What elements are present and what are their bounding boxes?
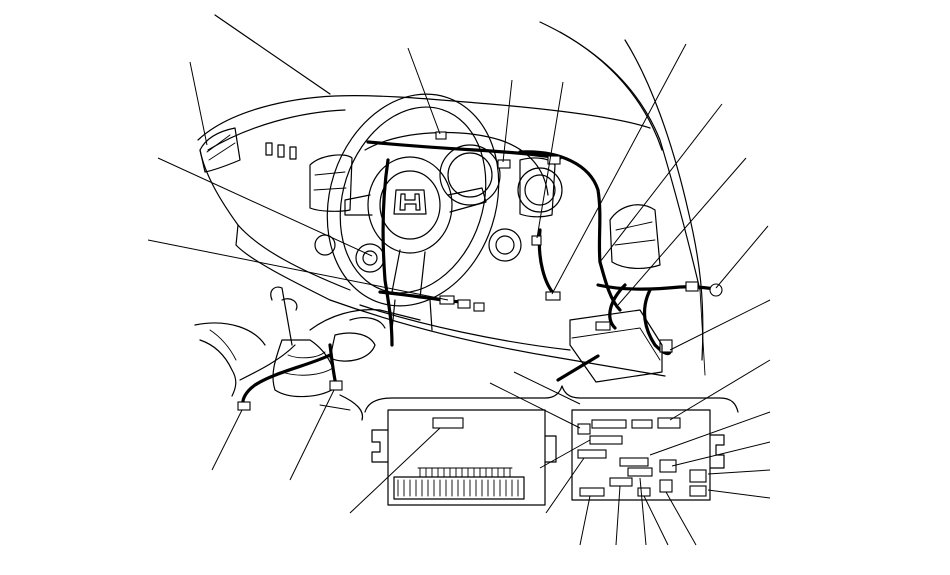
leader-26 bbox=[211, 409, 243, 471]
leader-6 bbox=[536, 81, 564, 239]
steering-wheel bbox=[326, 93, 500, 331]
leader-11 bbox=[669, 299, 771, 351]
fuse-box-inset bbox=[571, 409, 725, 501]
leader-24 bbox=[489, 382, 581, 429]
leader-25 bbox=[349, 427, 441, 514]
leader-14 bbox=[671, 441, 771, 467]
leader-27 bbox=[289, 389, 335, 481]
leader-28 bbox=[513, 371, 581, 405]
leader-3 bbox=[147, 239, 449, 301]
leader-21 bbox=[579, 495, 591, 546]
leader-18 bbox=[643, 495, 669, 546]
leader-15 bbox=[707, 469, 771, 475]
leader-12 bbox=[669, 359, 771, 421]
leader-2 bbox=[157, 157, 373, 257]
leader-17 bbox=[665, 491, 697, 546]
leader-5 bbox=[502, 79, 513, 163]
detail-brace bbox=[364, 385, 739, 413]
leader-22 bbox=[545, 457, 585, 514]
leader-9 bbox=[617, 157, 747, 306]
control-unit-inset bbox=[371, 409, 557, 506]
leader-19 bbox=[639, 477, 647, 546]
honda-logo bbox=[393, 189, 427, 215]
pin-row bbox=[397, 467, 519, 497]
dashboard-outline bbox=[194, 14, 706, 397]
center-console bbox=[239, 286, 421, 421]
leader-4 bbox=[407, 47, 441, 135]
leader-10 bbox=[715, 225, 769, 289]
harness-connectors bbox=[237, 131, 723, 411]
callout-leaders bbox=[147, 43, 771, 546]
air-vents bbox=[199, 127, 661, 269]
leader-1 bbox=[189, 61, 208, 146]
leader-8 bbox=[599, 103, 723, 263]
leader-16 bbox=[707, 489, 771, 499]
leader-7 bbox=[551, 43, 687, 295]
leader-20 bbox=[615, 485, 621, 546]
leader-23 bbox=[539, 439, 591, 469]
leader-13 bbox=[649, 411, 771, 456]
instrument-cluster bbox=[314, 131, 563, 273]
